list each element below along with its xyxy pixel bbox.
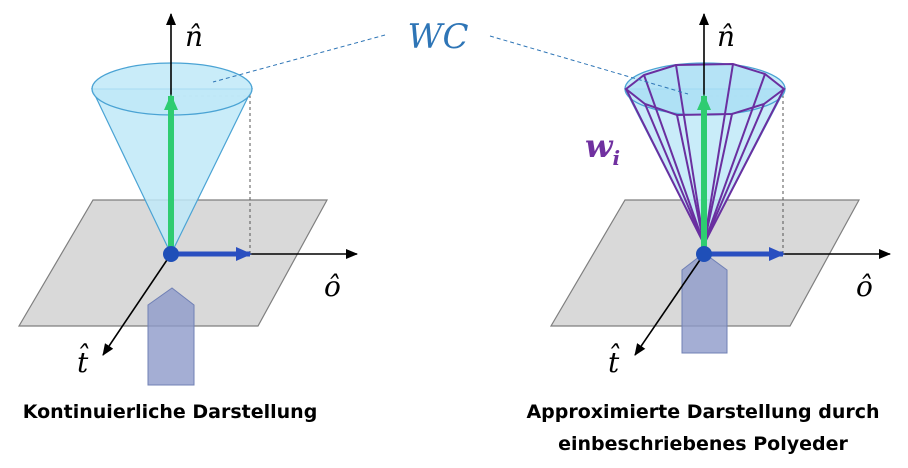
left-n-hat-label: n̂	[185, 20, 203, 53]
caption-left: Kontinuierliche Darstellung	[23, 401, 318, 423]
wi-label-main: w	[585, 127, 614, 165]
left-t-axis	[102, 253, 172, 356]
right-panel: n̂ ô t̂ wi	[549, 13, 891, 379]
left-t-hat-label: t̂	[77, 344, 89, 379]
wc-label: WC	[408, 17, 469, 57]
caption-right-line1: Approximierte Darstellung durch	[526, 401, 879, 423]
wc-annotation: WC	[212, 17, 689, 95]
wc-leader-left	[212, 34, 386, 83]
wc-leader-right	[489, 35, 689, 95]
left-o-hat-label: ô	[324, 270, 341, 303]
right-o-hat-label: ô	[856, 270, 873, 303]
left-contact-plane	[17, 199, 329, 327]
caption-right-line2: einbeschriebenes Polyeder	[558, 433, 848, 455]
right-t-axis	[634, 253, 705, 356]
left-tool-shape	[147, 287, 195, 386]
right-tool-shape	[681, 252, 728, 354]
wi-label: wi	[585, 127, 620, 170]
right-inscribed-polyhedron	[624, 62, 786, 245]
right-t-hat-label: t̂	[608, 344, 620, 379]
wi-label-sub: i	[613, 146, 621, 170]
left-origin-dot	[163, 246, 179, 262]
right-n-hat-label: n̂	[717, 20, 735, 53]
left-panel: n̂ ô t̂	[17, 13, 358, 386]
right-origin-dot	[696, 246, 712, 262]
